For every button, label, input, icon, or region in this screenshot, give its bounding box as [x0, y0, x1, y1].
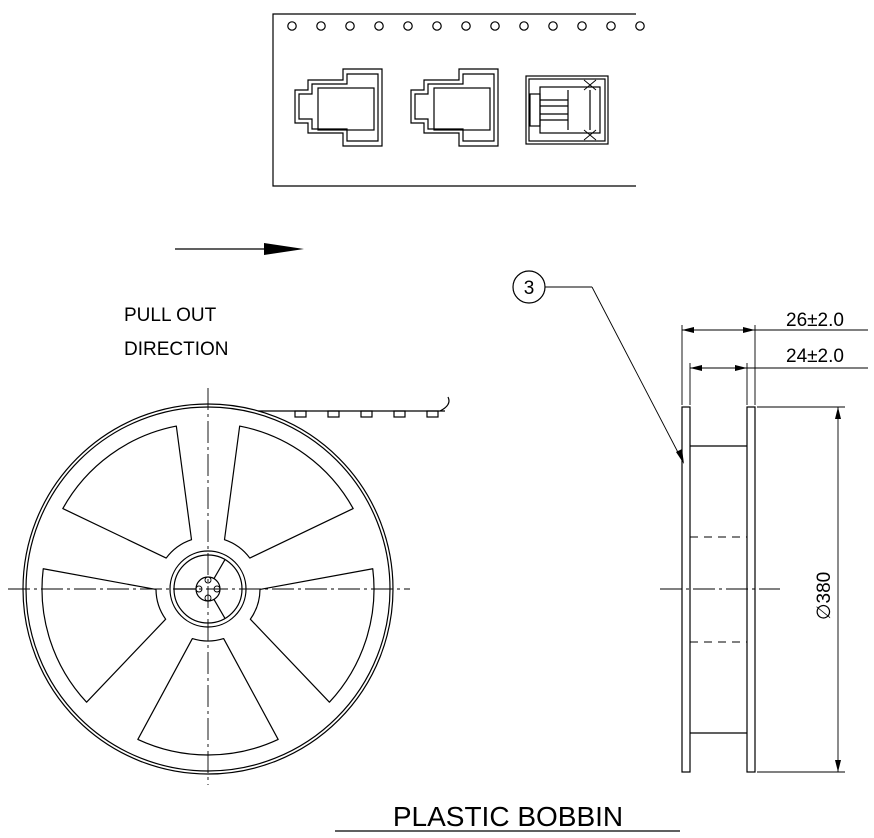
tape-pocket — [294, 68, 383, 147]
hub-key — [204, 594, 212, 602]
tape-pocket-small — [393, 410, 406, 418]
tape-leader — [258, 396, 450, 418]
sprocket-hole — [577, 21, 587, 31]
reel-windows — [41, 425, 375, 756]
reel-window — [137, 637, 279, 756]
sprocket-holes — [287, 21, 645, 31]
hub-spokes — [174, 559, 226, 619]
pull-out-label-line1: PULL OUT — [124, 305, 217, 326]
hub-keys — [195, 576, 221, 602]
tape-pocket-small — [360, 410, 373, 418]
tape-pocket-with-connector — [525, 75, 609, 145]
sprocket-hole — [287, 21, 297, 31]
tape-pocket-small — [426, 410, 439, 418]
pull-out-label-line2: DIRECTION — [124, 339, 229, 360]
sprocket-hole — [432, 21, 442, 31]
tape-pocket-small — [327, 410, 340, 418]
reel-hub — [169, 550, 247, 628]
dimension-diameter: ∅380 — [757, 406, 845, 773]
reel-window — [249, 568, 375, 703]
inner-width-label: 24±2.0 — [786, 346, 844, 367]
hub-spoke — [213, 559, 226, 579]
tape-outline — [272, 13, 636, 187]
tape-pocket-small — [294, 410, 307, 418]
outer-width-label: 26±2.0 — [786, 310, 844, 331]
sprocket-hole — [519, 21, 529, 31]
side-flange-right — [746, 406, 756, 773]
reel-window — [62, 425, 193, 559]
diameter-label: ∅380 — [814, 572, 835, 620]
drawing-title: PLASTIC BOBBIN — [393, 801, 623, 832]
hub-spoke — [213, 599, 226, 619]
sprocket-hole — [548, 21, 558, 31]
sprocket-hole — [490, 21, 500, 31]
side-flange-left — [681, 406, 691, 773]
hub-key — [213, 585, 221, 593]
sprocket-hole — [345, 21, 355, 31]
reel-side-view: 26±2.0 24±2.0 ∅380 3 — [512, 270, 868, 773]
tape-pocket — [410, 68, 499, 147]
sprocket-hole — [403, 21, 413, 31]
callout-balloon: 3 — [512, 270, 684, 464]
reel-outer-flange-inner — [25, 406, 391, 772]
sprocket-hole — [606, 21, 616, 31]
carrier-tape-view — [272, 13, 645, 187]
reel-window — [223, 425, 354, 559]
dimension-inner-width: 24±2.0 — [689, 346, 868, 405]
sprocket-hole — [374, 21, 384, 31]
sprocket-hole — [461, 21, 471, 31]
reel-front-view — [8, 388, 450, 785]
hub-key — [204, 576, 212, 584]
pull-direction-arrow — [175, 243, 304, 255]
reel-outer-flange — [22, 403, 394, 775]
hub-key — [195, 585, 203, 593]
callout-number: 3 — [524, 278, 535, 299]
sprocket-hole — [316, 21, 326, 31]
dimension-outer-width: 26±2.0 — [681, 310, 868, 405]
sprocket-hole — [635, 21, 645, 31]
reel-window — [41, 568, 167, 703]
